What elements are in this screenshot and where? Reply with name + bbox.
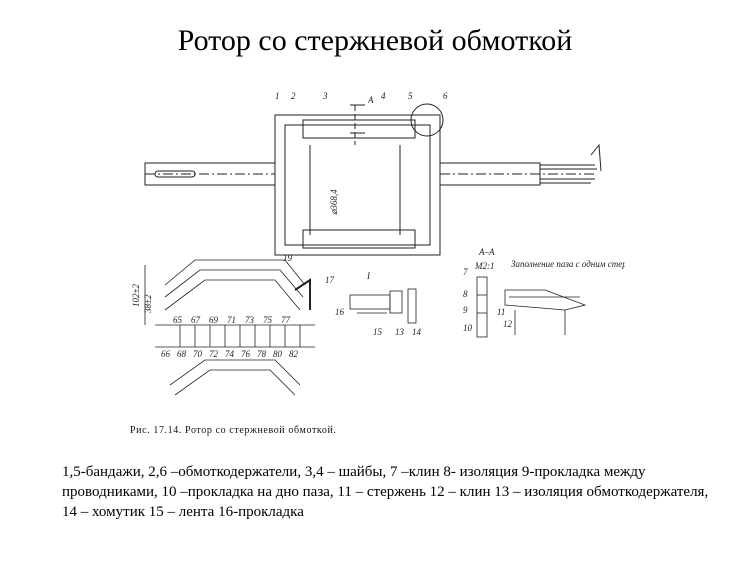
section-label-12: 12: [503, 319, 513, 329]
detail-label-I: I: [366, 271, 371, 281]
bar-number-80: 80: [273, 349, 283, 359]
legend-text: 1,5-бандажи, 2,6 –обмоткодержатели, 3,4 …: [62, 464, 709, 520]
bar-number-67: 67: [191, 315, 201, 325]
bar-number-77: 77: [281, 315, 291, 325]
dim-label-38: 38±2: [143, 294, 153, 314]
bar-number-73: 73: [245, 315, 255, 325]
winding-diagram: [144, 259, 315, 396]
bar-number-78: 78: [257, 349, 267, 359]
detail-label-16: 16: [335, 307, 345, 317]
section-label-11: 11: [497, 307, 505, 317]
slot-fill-label: Заполнение паза с одним стержнем: [511, 259, 625, 269]
dim-label-102: 102±2: [131, 284, 141, 307]
bar-number-75: 75: [263, 315, 273, 325]
bar-number-69: 69: [209, 315, 219, 325]
section-label: А–А: [478, 247, 495, 257]
bar-number-65: 65: [173, 315, 183, 325]
winding-leads: [540, 143, 602, 184]
label-5: 5: [408, 91, 413, 101]
label-4: 4: [381, 91, 386, 101]
detail-label-13: 13: [395, 327, 405, 337]
section-label-10: 10: [463, 323, 473, 333]
rotor-core: [274, 103, 444, 256]
bar-number-74: 74: [225, 349, 235, 359]
bar-number-82: 82: [289, 349, 299, 359]
diameter-label: ⌀368,4: [329, 189, 339, 215]
label-3: 3: [322, 91, 328, 101]
section-label-8: 8: [463, 289, 468, 299]
winding-label-17: 17: [325, 275, 335, 285]
label-6: 6: [443, 91, 448, 101]
section-AA: [476, 276, 587, 338]
bar-number-71: 71: [227, 315, 236, 325]
scale-label: М2:1: [474, 261, 495, 271]
section-label-9: 9: [463, 305, 468, 315]
bar-number-72: 72: [209, 349, 219, 359]
page-title: Ротор со стержневой обмоткой: [177, 24, 573, 57]
label-2: 2: [291, 91, 296, 101]
detail-label-15: 15: [373, 327, 383, 337]
label-1: 1: [275, 91, 280, 101]
winding-label-19: 19: [283, 253, 293, 263]
figure-caption: Рис. 17.14. Ротор со стержневой обмоткой…: [130, 425, 337, 436]
bar-number-76: 76: [241, 349, 251, 359]
label-A: А: [367, 95, 374, 105]
detail-I: [349, 288, 417, 324]
detail-label-14: 14: [412, 327, 422, 337]
bar-number-70: 70: [193, 349, 203, 359]
shaft: [144, 162, 595, 186]
bar-number-66: 66: [161, 349, 171, 359]
bar-number-68: 68: [177, 349, 187, 359]
section-label-7: 7: [463, 267, 468, 277]
rotor-drawing: 1 2 3 А 4 5 6 ⌀368,4 102±2 38±2 19 17 65…: [130, 91, 625, 436]
